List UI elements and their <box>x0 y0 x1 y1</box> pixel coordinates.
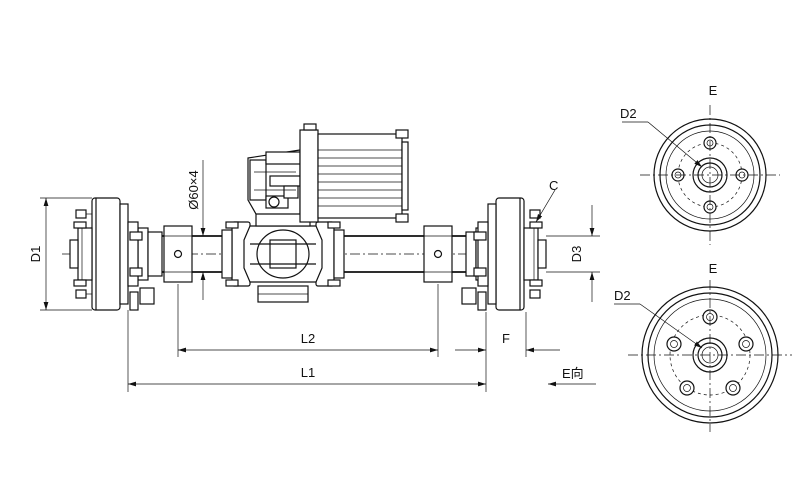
differential-housing <box>221 209 345 303</box>
d2-top-label: D2 <box>620 106 637 121</box>
dimension-l1: L1 <box>127 310 486 392</box>
e-view-direction-label: E向 <box>562 366 584 381</box>
dimension-f: F <box>455 312 560 392</box>
motor-bracket <box>247 149 301 215</box>
spring-seat-right <box>423 225 453 283</box>
view-e-top: E D2 <box>620 83 780 245</box>
view-arrow-e: E向 <box>548 366 596 387</box>
brake-drum-right <box>461 197 547 311</box>
spring-seat-left <box>163 225 193 283</box>
dimension-d1: D1 <box>28 197 92 311</box>
brake-drum-left <box>69 197 155 311</box>
view-e-bottom: E D2 <box>614 261 792 432</box>
l1-label: L1 <box>301 365 315 380</box>
leader-c: C <box>535 178 558 223</box>
electric-motor <box>299 123 409 223</box>
dimension-l2: L2 <box>177 284 439 357</box>
d3-label: D3 <box>569 246 584 263</box>
view-e-bottom-title: E <box>709 261 718 276</box>
c-label: C <box>549 178 558 193</box>
dimension-d3: D3 <box>546 205 600 302</box>
dimension-bolt-spec: Ø60×4 <box>186 160 214 300</box>
d2-bottom-label: D2 <box>614 288 631 303</box>
d1-label: D1 <box>28 246 43 263</box>
bolt-spec-label: Ø60×4 <box>186 170 201 209</box>
f-label: F <box>502 331 510 346</box>
l2-label: L2 <box>301 331 315 346</box>
view-e-top-title: E <box>709 83 718 98</box>
